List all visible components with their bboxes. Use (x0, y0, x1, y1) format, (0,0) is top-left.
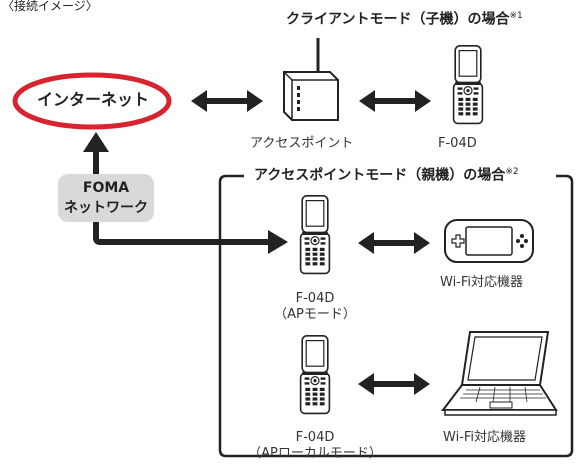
internet-label: インターネット (37, 90, 150, 109)
wifi-device-label-1: Wi-Fi対応機器 (440, 275, 524, 290)
client-mode-title: クライアントモード（子機）の場合※1 (286, 12, 523, 27)
client-phone-label: F-04D (438, 136, 477, 151)
ap-local-phone-label-line1: F-04D (295, 430, 335, 445)
ap-mode-title-text: アクセスポイントモード（親機）の場合 (254, 167, 506, 184)
double-arrow-icon (191, 90, 263, 112)
flip-phone-icon (299, 334, 331, 415)
client-mode-title-text: クライアントモード（子機）の場合 (286, 11, 510, 28)
double-arrow-icon (359, 90, 431, 112)
up-arrow-icon (83, 132, 109, 152)
ap-local-phone-label-line2: （APローカルモード） (248, 446, 382, 461)
ap-mode-frame (218, 174, 574, 458)
double-arrow-icon (358, 373, 430, 395)
client-mode-note-mark: ※1 (509, 11, 523, 21)
double-arrow-icon (358, 232, 430, 254)
laptop-icon (440, 331, 558, 416)
ap-mode-title: アクセスポイントモード（親機）の場合※2 (248, 168, 525, 183)
flip-phone-icon (452, 44, 484, 125)
flip-phone-icon (299, 194, 331, 275)
internet-ring (12, 72, 172, 130)
connection-image-heading: 〈接続イメージ〉 (2, 0, 98, 13)
handheld-game-icon (444, 219, 534, 263)
right-arrow-icon (268, 230, 288, 254)
wifi-device-label-2: Wi-Fi対応機器 (443, 430, 527, 445)
ap-phone-label-line2: （APモード） (274, 307, 356, 322)
access-point-label: アクセスポイント (250, 136, 354, 151)
foma-label-line1: FOMA (82, 180, 130, 196)
ap-phone-label-line1: F-04D (295, 291, 335, 306)
foma-label-line2: ネットワーク (64, 200, 148, 216)
ap-mode-note-mark: ※2 (505, 167, 519, 177)
wifi-router-icon (283, 38, 339, 121)
foma-network-box (58, 174, 154, 222)
